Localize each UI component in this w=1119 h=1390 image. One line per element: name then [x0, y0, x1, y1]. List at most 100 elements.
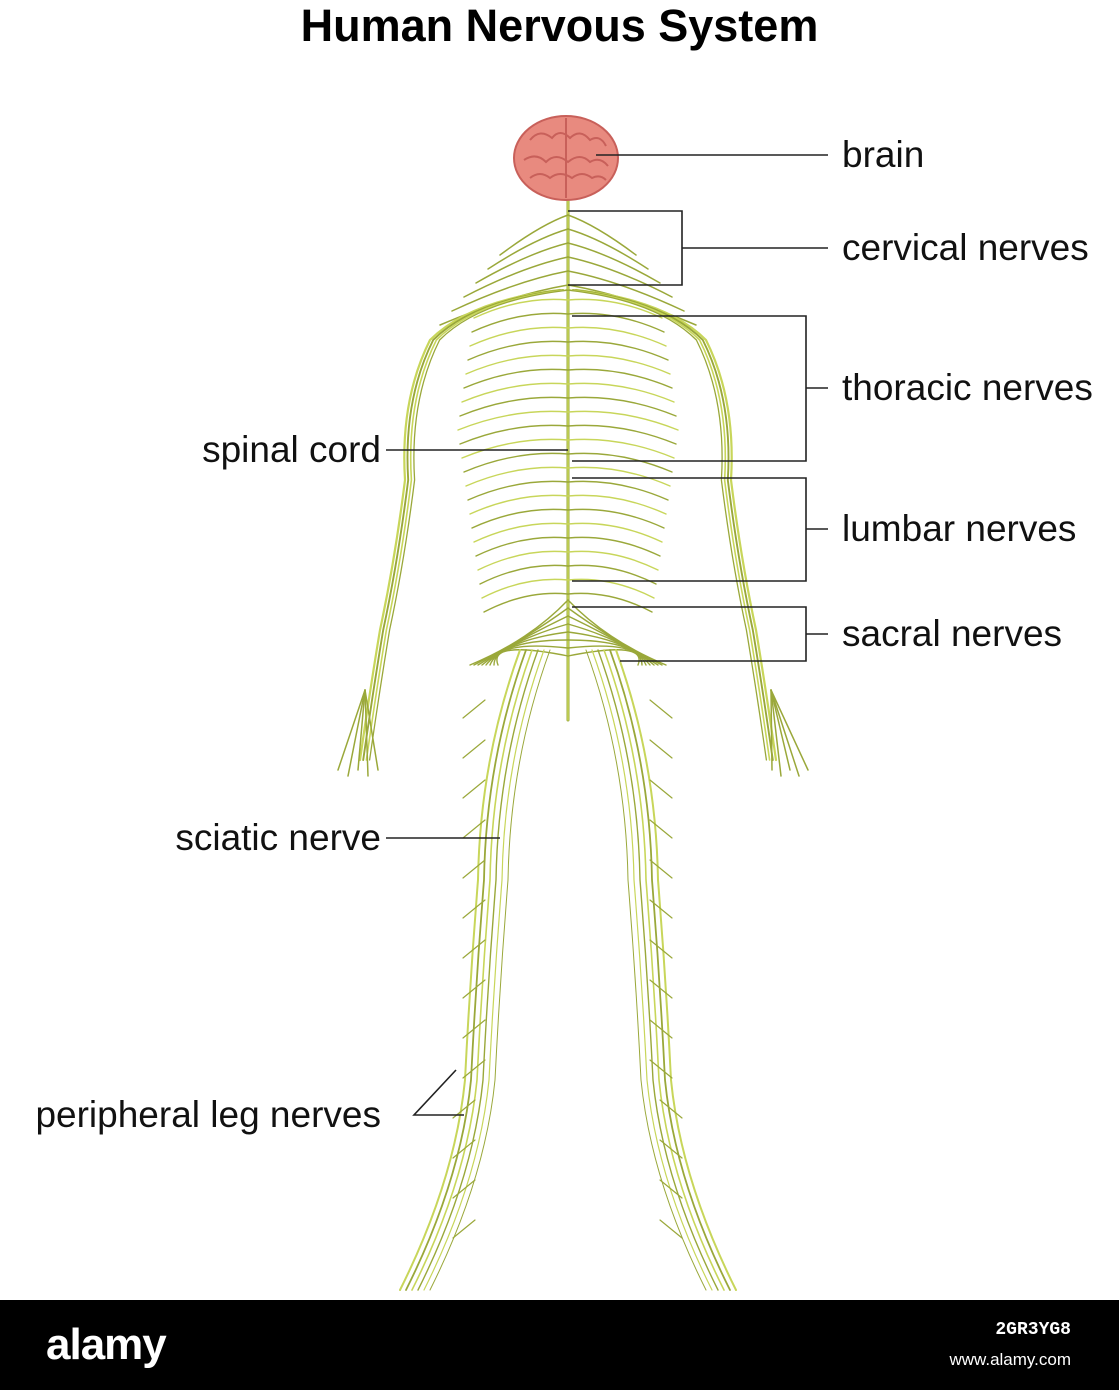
nerve-branch — [463, 368, 569, 389]
nerve-branch — [475, 536, 569, 557]
leg-nerve-left — [411, 649, 533, 1291]
nerve-branch — [567, 564, 657, 585]
nerve-branch — [485, 631, 569, 666]
nerve-branch — [659, 1139, 683, 1159]
bracket-thoracic — [572, 315, 807, 462]
nerve-branch — [493, 645, 569, 666]
nerve-branch — [462, 1059, 486, 1079]
watermark-footer: alamy 2GR3YG8 www.alamy.com — [0, 1300, 1119, 1390]
nerve-branch — [459, 424, 569, 445]
label-brain: brain — [842, 134, 925, 175]
nerve-branch — [567, 298, 663, 319]
nerve-branch — [567, 480, 669, 501]
nerve-branch — [451, 270, 569, 312]
nerve-branch — [567, 522, 663, 543]
label-thoracic-nerves: thoracic nerves — [842, 367, 1093, 408]
alamy-logo: alamy — [46, 1320, 167, 1369]
nerve-branch — [473, 298, 569, 319]
site-url: www.alamy.com — [949, 1350, 1071, 1369]
nerve-branch — [473, 522, 569, 543]
nerve-branch — [567, 438, 675, 459]
nerve-branch — [477, 550, 569, 571]
nerve-branch — [481, 623, 569, 666]
nerve-branch — [649, 699, 673, 719]
hand-nerve-right — [770, 689, 782, 777]
nerve-branch — [567, 452, 673, 473]
nerve-branch — [487, 228, 569, 270]
arm-nerve-left — [362, 289, 565, 761]
nerve-branch — [469, 599, 569, 666]
nerve-branch — [567, 270, 685, 312]
nerve-branch — [499, 214, 569, 256]
hand-nerve-right — [770, 689, 791, 771]
arm-nerve-right — [571, 289, 774, 761]
nerve-branch — [659, 1219, 683, 1239]
nerve-branch — [567, 410, 679, 431]
nerve-branch — [462, 699, 486, 719]
nerve-branch — [462, 779, 486, 799]
image-id: 2GR3YG8 — [995, 1320, 1071, 1340]
nerve-branch — [465, 354, 569, 375]
nerve-branch — [452, 1219, 476, 1239]
nerve-branch — [649, 819, 673, 839]
hand-nerve-left — [357, 689, 366, 771]
diagram-title: Human Nervous System — [300, 0, 819, 51]
nerve-branch — [567, 354, 671, 375]
brain-illustration — [513, 115, 619, 201]
arm-nerve-right — [565, 289, 768, 761]
nerve-branch — [483, 592, 569, 613]
nerve-branch — [567, 615, 659, 666]
leader-peripheral-leg — [412, 1069, 464, 1116]
nerve-branch — [567, 631, 651, 666]
leader-lines — [386, 154, 828, 1116]
nerve-branch — [461, 382, 569, 403]
nerve-branch — [567, 607, 663, 666]
nerve-branch — [467, 480, 569, 501]
nerve-branch — [462, 899, 486, 919]
nerve-branch — [457, 410, 569, 431]
nerve-branch — [567, 623, 655, 666]
nerve-branch — [567, 340, 669, 361]
hand-nerve-right — [770, 689, 773, 771]
hand-nerve-right — [770, 689, 800, 777]
label-sacral-nerves: sacral nerves — [842, 613, 1063, 654]
nerve-branch — [452, 1179, 476, 1199]
nerve-branch — [567, 550, 659, 571]
leg-nerve-left — [417, 649, 539, 1291]
nerve-branch — [659, 1179, 683, 1199]
leg-nerve-right — [615, 649, 737, 1291]
nerve-branch — [649, 859, 673, 879]
hand-nerve-left — [364, 689, 369, 777]
nerve-branch — [567, 508, 665, 529]
nerve-branch — [477, 615, 569, 666]
nerve-branch — [462, 979, 486, 999]
arm-nerve-left — [358, 288, 562, 762]
leg-nerve-left — [423, 649, 545, 1291]
nerve-branch — [469, 494, 569, 515]
label-peripheral-leg-nerves: peripheral leg nerves — [35, 1094, 381, 1135]
leg-nerve-right — [609, 649, 731, 1291]
nerve-branch — [567, 228, 649, 270]
nerve-branch — [567, 536, 661, 557]
nerve-branch — [463, 452, 569, 473]
nerve-branch — [489, 639, 569, 666]
nerve-branch — [649, 739, 673, 759]
nerve-branch — [496, 649, 569, 666]
nerve-branch — [567, 326, 667, 347]
leg-nerve-left — [405, 649, 527, 1291]
nerve-branch — [461, 438, 569, 459]
nerve-branch — [567, 396, 677, 417]
nerve-branch — [649, 1019, 673, 1039]
leg-nerve-right — [585, 649, 707, 1291]
hand-nerve-left — [364, 689, 379, 771]
nerve-branch — [567, 599, 667, 666]
bracket-lumbar — [572, 477, 807, 582]
arm-nerve-right — [568, 289, 771, 761]
nerve-branch — [649, 899, 673, 919]
leg-nerve-right — [603, 649, 725, 1291]
nerve-branch — [467, 340, 569, 361]
nerve-branch — [471, 508, 569, 529]
leg-nerve-right — [597, 649, 719, 1291]
nerve-branch — [567, 368, 673, 389]
nerve-branch — [452, 1139, 476, 1159]
